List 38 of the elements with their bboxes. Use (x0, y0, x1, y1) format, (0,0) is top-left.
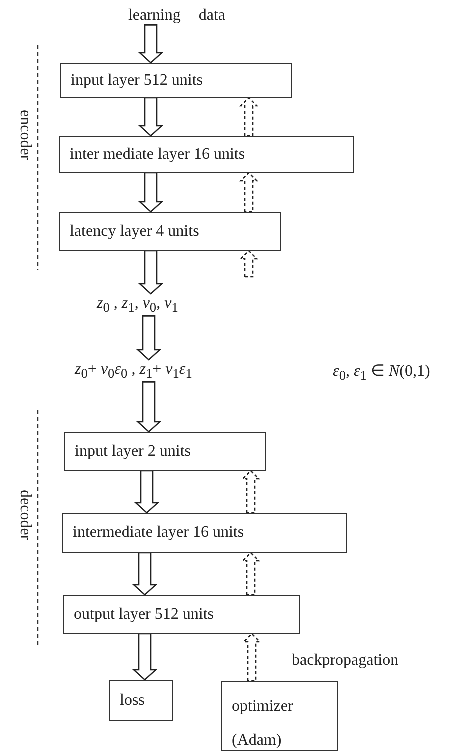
flow-arrow (136, 382, 162, 433)
layer-box (64, 432, 266, 471)
flow-arrow (138, 172, 164, 213)
output-box (109, 680, 173, 721)
formula-text: z$_{0}$ , z$_{1}$, v$_{0}$, v$_{1}$ (97, 294, 237, 316)
layer-box (63, 595, 300, 634)
section-label: decoder (16, 490, 34, 541)
annotation-text: backpropagation (292, 652, 399, 670)
formula-label: ε$_{0}$, ε$_{1}$ ∈ N(0,1) (333, 362, 430, 384)
backprop-arrow (241, 470, 261, 514)
flow-arrow (132, 552, 158, 596)
box-label: inter mediate layer 16 units (70, 146, 246, 164)
backprop-arrow (239, 250, 259, 278)
layer-box (60, 63, 292, 98)
box-label: intermediate layer 16 units (73, 524, 244, 542)
backprop-arrow (241, 552, 261, 596)
backprop-arrow (239, 172, 259, 213)
output-box (221, 681, 338, 751)
flow-arrow (136, 316, 162, 361)
box-label: output layer 512 units (74, 606, 214, 624)
backprop-arrow (242, 633, 262, 682)
box-label: latency layer 4 units (70, 222, 200, 240)
flow-arrow (132, 633, 158, 681)
layer-box (59, 136, 354, 173)
flow-arrow (134, 470, 160, 514)
box-label: input layer 512 units (71, 72, 203, 90)
box-label: input layer 2 units (75, 442, 191, 460)
box-label: loss (120, 692, 145, 710)
backprop-arrow (239, 97, 259, 137)
flow-arrow (138, 24, 164, 64)
section-label: encoder (16, 110, 34, 161)
layer-box (59, 212, 281, 251)
layer-box (62, 513, 347, 553)
input-text: learning data (102, 6, 252, 26)
flow-arrow (138, 250, 164, 295)
box-label: optimizer (Adam) (232, 697, 294, 751)
flow-arrow (138, 97, 164, 137)
formula-text: z$_{0}$+ v$_{0}$ε$_{0}$ , z$_{1}$+ v$_{1}$ε$_{1}$ (75, 360, 265, 382)
